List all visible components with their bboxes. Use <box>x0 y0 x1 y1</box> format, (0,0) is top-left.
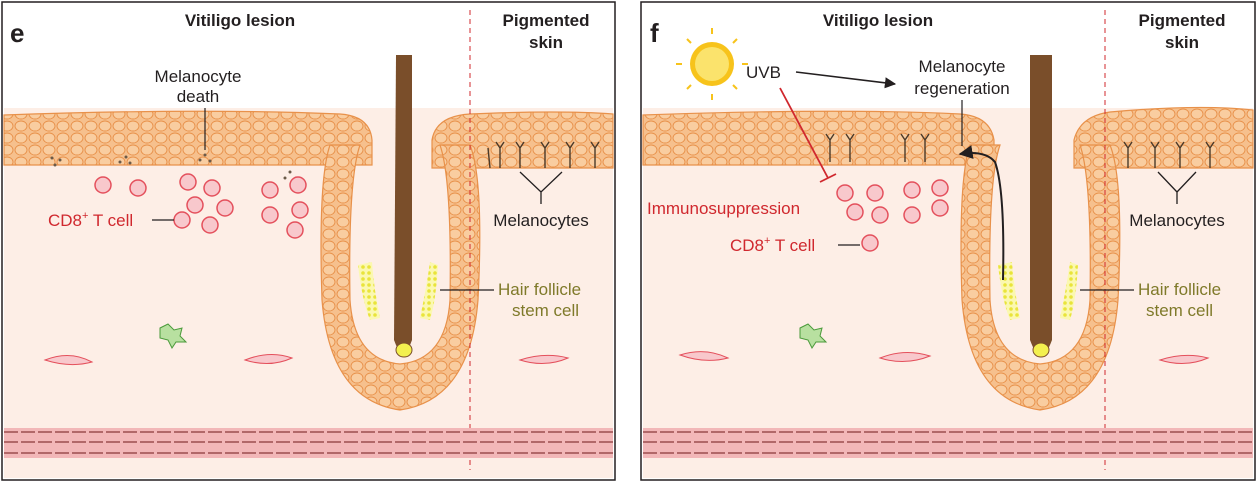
immuno-label: Immunosuppression <box>647 199 800 218</box>
dermis <box>4 108 613 478</box>
uvb-label: UVB <box>746 63 781 82</box>
regen-label-line2: regeneration <box>914 79 1009 98</box>
melanocyte-debris <box>50 153 298 180</box>
regen-label-line1: Melanocyte <box>919 57 1006 76</box>
melanocytes-label: Melanocytes <box>1129 211 1224 230</box>
migration-arrow <box>958 145 1005 281</box>
langerhans-cell <box>159 323 188 349</box>
dermis <box>643 108 1253 478</box>
stem-cells-right <box>420 262 438 320</box>
skin-title-line1: Pigmented <box>1139 11 1226 30</box>
skin-title-line1: Pigmented <box>503 11 590 30</box>
epidermis-right <box>431 111 614 169</box>
fibroblasts <box>678 351 1210 364</box>
panel-e: e Vitiligo lesion Pigmented skin Melanoc… <box>1 1 616 481</box>
panel-letter: f <box>650 18 659 48</box>
tcells <box>94 173 309 239</box>
hfsc-label-line2: stem cell <box>1146 301 1213 320</box>
stem-cells-right <box>1060 262 1078 320</box>
hair-shaft <box>1030 55 1052 356</box>
panel-letter: e <box>10 18 24 48</box>
melanocytes <box>487 141 600 169</box>
dermal-papilla <box>1032 342 1050 358</box>
epidermis-right <box>1073 106 1254 169</box>
hair-follicle <box>320 144 481 411</box>
hfsc-label-line1: Hair follicle <box>1138 280 1221 299</box>
hair-shaft <box>394 55 412 356</box>
blood-vessel <box>4 428 613 458</box>
melanocytes-label: Melanocytes <box>493 211 588 230</box>
melanocytes-pointer <box>1157 171 1197 204</box>
tcell-label: CD8+ T cell <box>48 210 133 230</box>
melanocytes-regenerating <box>825 133 1215 168</box>
inhibition-line <box>779 87 837 183</box>
melanocytes-pointer <box>519 171 563 204</box>
hfsc-label-line1: Hair follicle <box>498 280 581 299</box>
epidermis-left <box>3 110 373 166</box>
uvb-regen-arrow <box>795 71 897 89</box>
skin-title-line2: skin <box>529 33 563 52</box>
stem-cells-left <box>358 262 380 320</box>
lesion-title: Vitiligo lesion <box>823 11 933 30</box>
fibroblasts <box>43 354 570 366</box>
lesion-title: Vitiligo lesion <box>185 11 295 30</box>
dermal-papilla <box>395 342 413 358</box>
langerhans-cell <box>799 323 828 349</box>
hair-follicle <box>960 144 1121 411</box>
tcells <box>836 179 949 252</box>
epidermis-left <box>642 110 995 166</box>
sun-icon <box>676 28 748 100</box>
death-label-line2: death <box>177 87 220 106</box>
death-label-line1: Melanocyte <box>155 67 242 86</box>
skin-title-line2: skin <box>1165 33 1199 52</box>
tcell-label: CD8+ T cell <box>730 235 815 255</box>
blood-vessel <box>643 428 1253 458</box>
panel-f: f Vitiligo lesion Pigmented skin UVB Mel… <box>640 1 1256 481</box>
hfsc-label-line2: stem cell <box>512 301 579 320</box>
